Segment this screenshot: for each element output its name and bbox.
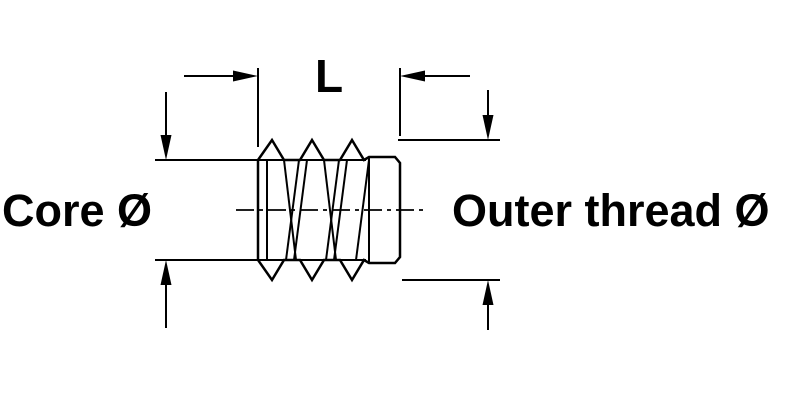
dimension-arrow-left-icon [400,70,425,82]
threaded-insert-drawing [236,137,424,283]
core-diameter-label: Core Ø [2,185,152,236]
outer-thread-diameter-label: Outer thread Ø [452,185,770,236]
thread-flank-line [323,159,337,261]
dimension-arrow-right-icon [233,70,258,82]
thread-flank-line [283,159,297,261]
thread-flank-line [355,159,370,261]
dimension-arrow-down-icon [160,135,172,160]
core-diameter-dimension: Core Ø [2,92,262,328]
dimension-arrow-up-icon [482,280,494,305]
dimension-arrow-up-icon [160,260,172,285]
length-dimension: L [184,50,470,147]
dimension-arrow-down-icon [482,115,494,140]
length-label: L [315,50,343,102]
outer-thread-diameter-dimension: Outer thread Ø [398,90,770,330]
